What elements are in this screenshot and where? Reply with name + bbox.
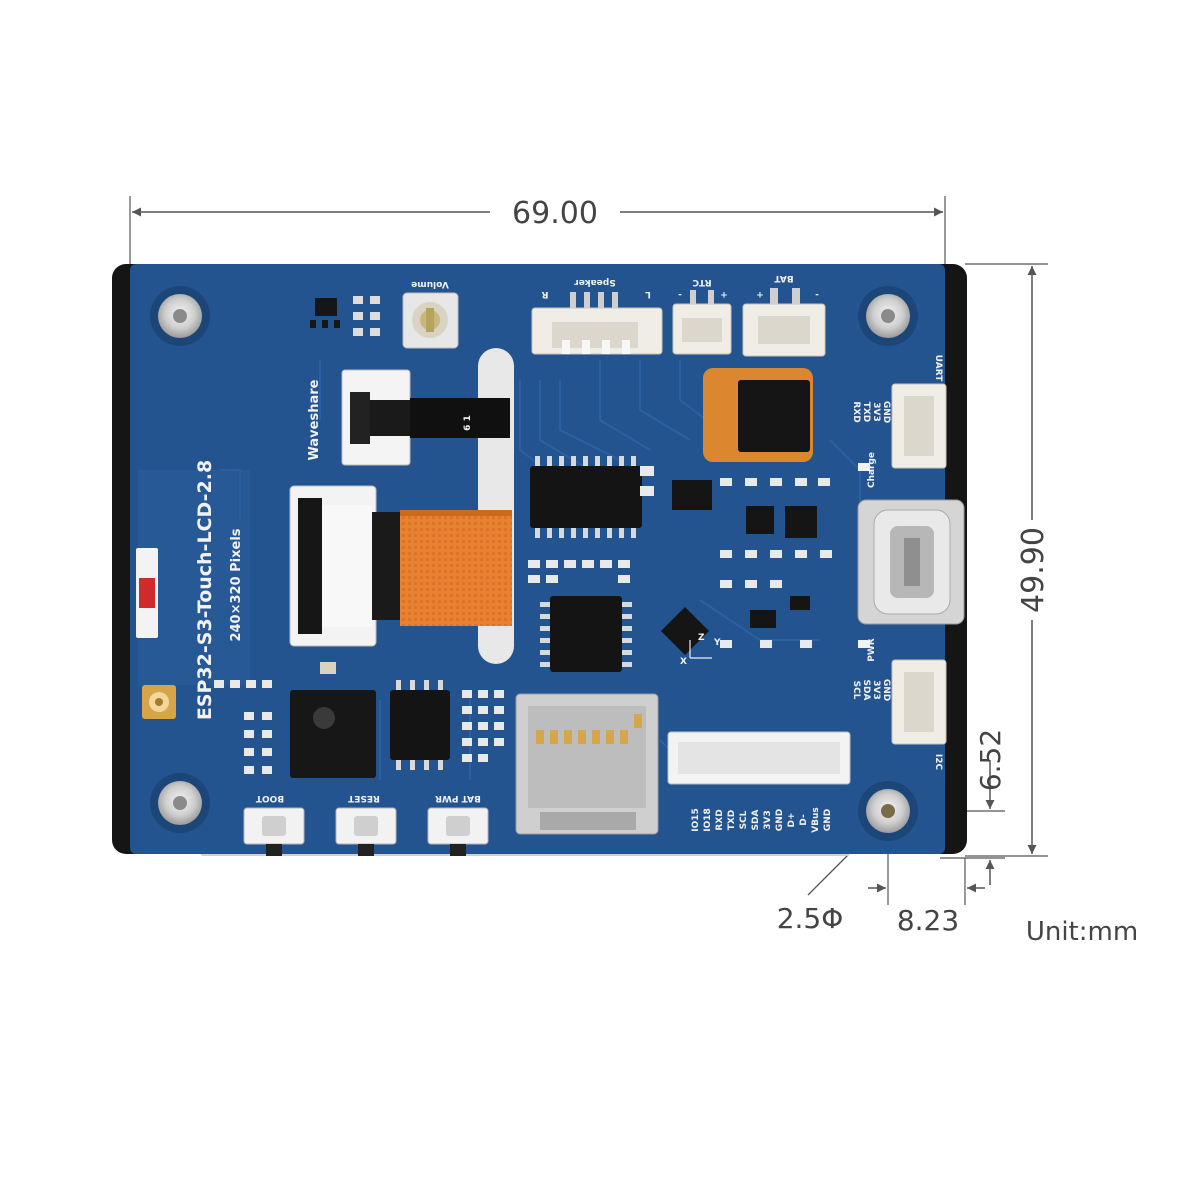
i2c-connector[interactable] (891, 659, 947, 745)
top-small-components (310, 296, 380, 336)
unit-label: Unit:mm (1026, 917, 1138, 947)
pin-3v3: 3V3 (763, 810, 773, 830)
bat-plus-label: + (756, 289, 764, 299)
pin-io15: IO15 (691, 808, 701, 832)
bottom-pin-labels: IO15 IO18 RXD TXD SCL SDA 3V3 GND D+ D- … (691, 807, 833, 833)
bat-pwr-label: BAT PWR (435, 793, 481, 803)
uart-pin-gnd: GND (881, 401, 891, 423)
hole-diameter-value: 2.5Φ (777, 902, 844, 935)
usb-c-port[interactable] (857, 499, 965, 625)
speaker-label: Speaker (574, 277, 616, 287)
rtc-label: RTC (692, 277, 712, 287)
bat-label: BAT (774, 273, 794, 283)
charge-led (858, 463, 870, 471)
i2c-pin-scl: SCL (851, 681, 861, 700)
reset-label: RESET (347, 793, 380, 803)
mounting-hole-tr (858, 286, 918, 346)
amplifier-ic (540, 596, 632, 672)
axis-x-label: X (680, 657, 687, 667)
small-passive-grid (528, 466, 654, 583)
touch-fpc-connector (341, 369, 411, 466)
bat-pwr-button[interactable] (427, 807, 489, 856)
mounting-hole-bl (150, 773, 210, 833)
microsd-slot[interactable] (515, 693, 659, 835)
gyro-axis-marking: X Y Z (680, 633, 721, 667)
flash-ic (390, 680, 450, 770)
bottom-pin-header[interactable] (667, 731, 851, 785)
antenna-connector (142, 685, 176, 719)
hole-diameter-callout: 2.5Φ (777, 842, 861, 935)
axis-y-label: Y (713, 638, 721, 648)
width-value: 69.00 (512, 196, 598, 231)
uart-pin-rxd: RXD (851, 401, 861, 422)
height-value: 49.90 (1016, 527, 1051, 613)
pin-sda: SDA (751, 810, 761, 831)
pin-rxd: RXD (715, 809, 725, 830)
lcd-flex-cable (400, 510, 512, 626)
reset-button[interactable] (335, 807, 397, 856)
pwr-led (858, 640, 870, 648)
uart-pin-3v3: 3V3 (871, 402, 881, 422)
speaker-l-label: L (645, 289, 651, 299)
uart-connector[interactable] (891, 383, 947, 469)
bat-minus-label: - (815, 289, 819, 299)
boot-button[interactable] (243, 807, 305, 856)
rtc-minus-label: - (678, 289, 682, 299)
touch-flex-cable (410, 398, 510, 438)
audio-codec-ic (530, 456, 642, 538)
hole-horizontal-value: 8.23 (897, 904, 959, 937)
i2c-pin-sda: SDA (861, 680, 871, 701)
mounting-hole-br (858, 781, 918, 841)
rtc-chip-kapton (703, 368, 813, 462)
width-dimension: 69.00 (129, 196, 946, 264)
volume-potentiometer[interactable] (402, 292, 459, 349)
uart-label: UART (933, 355, 943, 383)
fpc-marking: 6 1 (463, 415, 473, 431)
pin-dminus: D- (799, 814, 809, 826)
boot-label: BOOT (255, 793, 284, 803)
pin-io18: IO18 (703, 808, 713, 832)
mounting-hole-tl (150, 286, 210, 346)
left-passive-grid (214, 662, 504, 774)
pin-scl: SCL (739, 810, 749, 829)
pin-gnd-2: GND (823, 809, 833, 831)
board-brand: Waveshare (307, 379, 322, 460)
esp32-s3-chip (290, 690, 376, 778)
uart-pin-txd: TXD (861, 402, 871, 423)
charge-label: Charge (867, 452, 877, 488)
right-small-ics (660, 480, 817, 656)
i2c-label: I2C (933, 754, 943, 771)
red-component (136, 548, 158, 638)
pwr-label: PWR (867, 638, 877, 662)
board-resolution: 240×320 Pixels (229, 528, 244, 641)
i2c-pin-gnd: GND (881, 679, 891, 701)
lcd-fpc-connector (289, 485, 402, 647)
right-passive-grid (720, 478, 832, 648)
rtc-connector[interactable] (672, 290, 732, 355)
speaker-connector[interactable] (531, 292, 663, 355)
speaker-r-label: R (541, 289, 548, 299)
battery-connector[interactable] (742, 288, 826, 357)
height-dimension: 49.90 (965, 263, 1051, 857)
volume-label: Volume (411, 279, 449, 289)
pin-txd: TXD (727, 810, 737, 831)
hole-vertical-value: 6.52 (974, 729, 1007, 791)
axis-z-label: Z (698, 633, 705, 643)
board-title: ESP32-S3-Touch-LCD-2.8 (194, 460, 216, 720)
i2c-pin-3v3: 3V3 (871, 680, 881, 700)
pin-vbus: VBus (811, 807, 821, 833)
rtc-plus-label: + (720, 289, 728, 299)
pin-gnd-1: GND (775, 809, 785, 831)
pin-dplus: D+ (787, 812, 797, 827)
